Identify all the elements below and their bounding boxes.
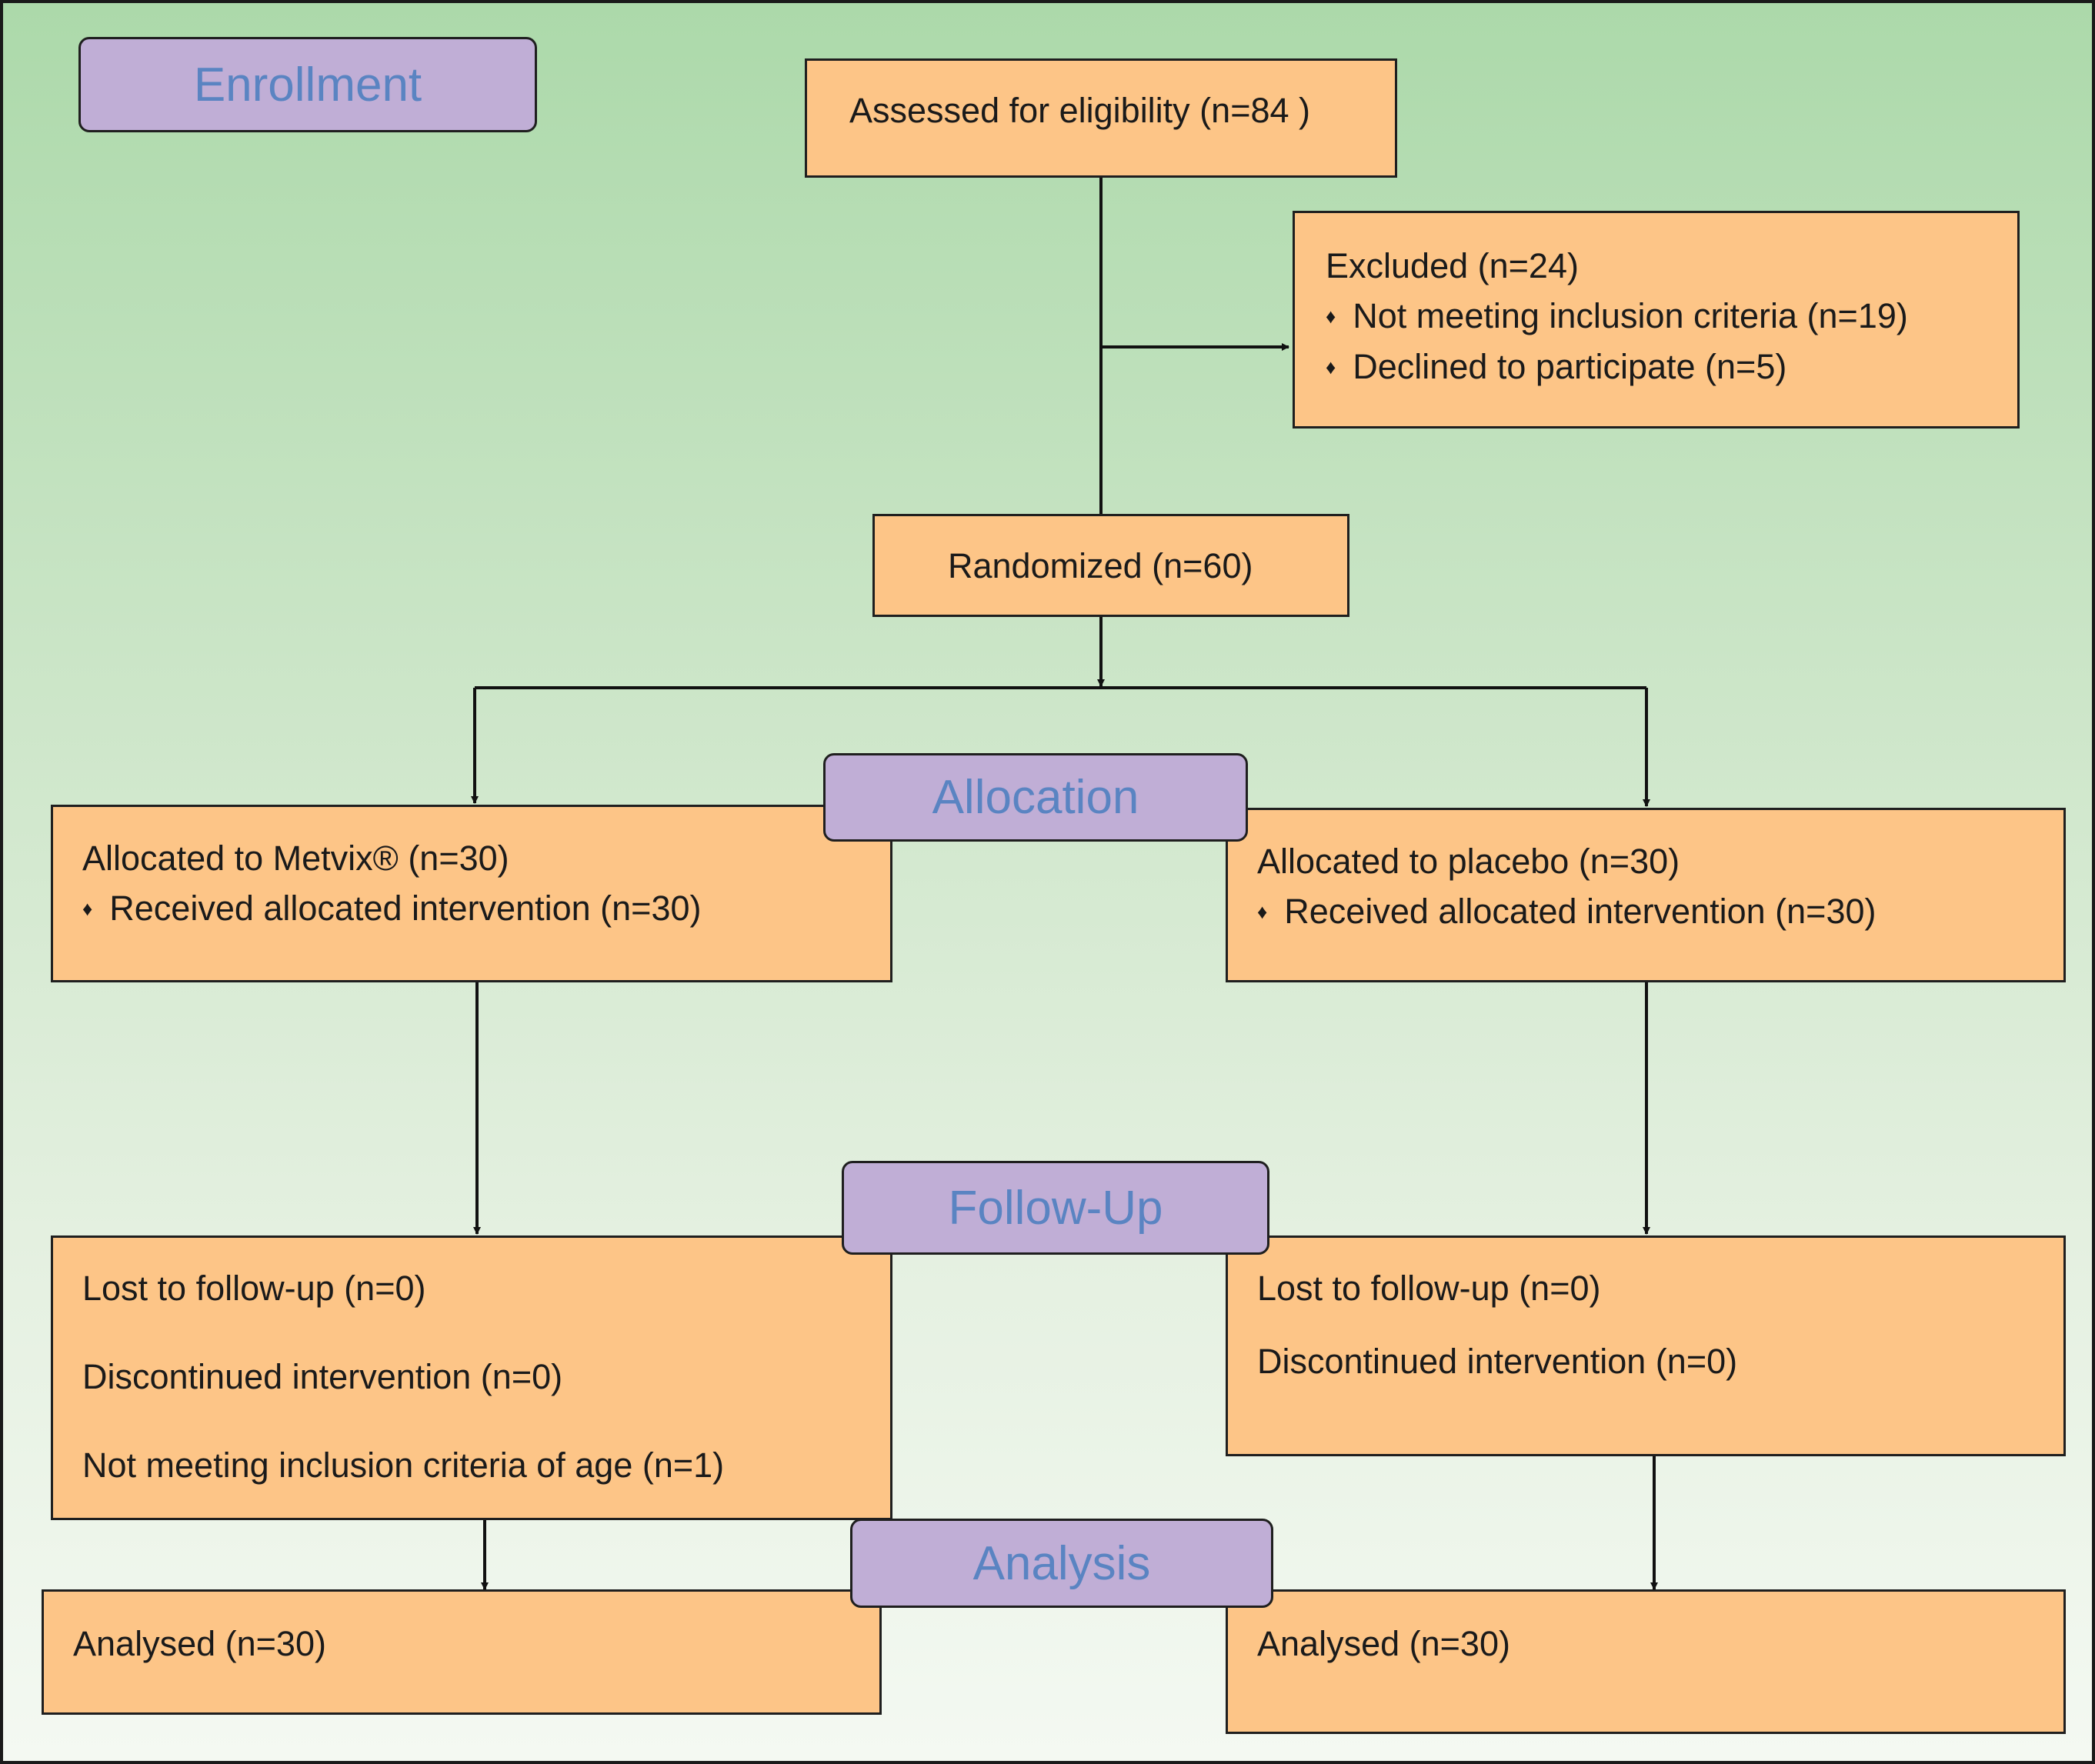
excluded-title: Excluded (n=24): [1326, 246, 1579, 285]
metvix-analysis-text: Analysed (n=30): [73, 1624, 326, 1663]
randomized-box: Randomized (n=60): [872, 514, 1349, 617]
metvix-allocation-box: Allocated to Metvix® (n=30) Received all…: [51, 805, 892, 982]
metvix-followup-not-meeting: Not meeting inclusion criteria of age (n…: [82, 1446, 725, 1485]
excluded-item: Declined to participate (n=5): [1326, 342, 2017, 392]
placebo-allocation-item: Received allocated intervention (n=30): [1257, 886, 2063, 936]
stage-analysis: Analysis: [850, 1519, 1273, 1608]
assessed-box: Assessed for eligibility (n=84 ): [805, 58, 1397, 178]
placebo-analysis-box: Analysed (n=30): [1226, 1589, 2066, 1734]
placebo-allocation-title: Allocated to placebo (n=30): [1257, 842, 1680, 881]
stage-enrollment: Enrollment: [78, 37, 537, 132]
connectors: [471, 177, 1658, 1590]
stage-follow-up: Follow-Up: [842, 1161, 1269, 1255]
assessed-text: Assessed for eligibility (n=84 ): [849, 91, 1311, 130]
placebo-followup-box: Lost to follow-up (n=0) Discontinued int…: [1226, 1235, 2066, 1456]
excluded-item: Not meeting inclusion criteria (n=19): [1326, 291, 2017, 341]
placebo-followup-lost: Lost to follow-up (n=0): [1257, 1269, 1601, 1308]
metvix-allocation-title: Allocated to Metvix® (n=30): [82, 839, 509, 878]
metvix-followup-lost: Lost to follow-up (n=0): [82, 1269, 426, 1308]
placebo-followup-discontinued: Discontinued intervention (n=0): [1257, 1342, 1738, 1381]
placebo-allocation-box: Allocated to placebo (n=30) Received all…: [1226, 808, 2066, 982]
metvix-allocation-item: Received allocated intervention (n=30): [82, 883, 890, 933]
metvix-analysis-box: Analysed (n=30): [42, 1589, 882, 1715]
excluded-box: Excluded (n=24) Not meeting inclusion cr…: [1293, 211, 2020, 428]
metvix-followup-discontinued: Discontinued intervention (n=0): [82, 1357, 563, 1396]
stage-allocation: Allocation: [823, 753, 1248, 842]
randomized-text: Randomized (n=60): [948, 546, 1253, 585]
metvix-followup-box: Lost to follow-up (n=0) Discontinued int…: [51, 1235, 892, 1520]
placebo-analysis-text: Analysed (n=30): [1257, 1624, 1510, 1663]
